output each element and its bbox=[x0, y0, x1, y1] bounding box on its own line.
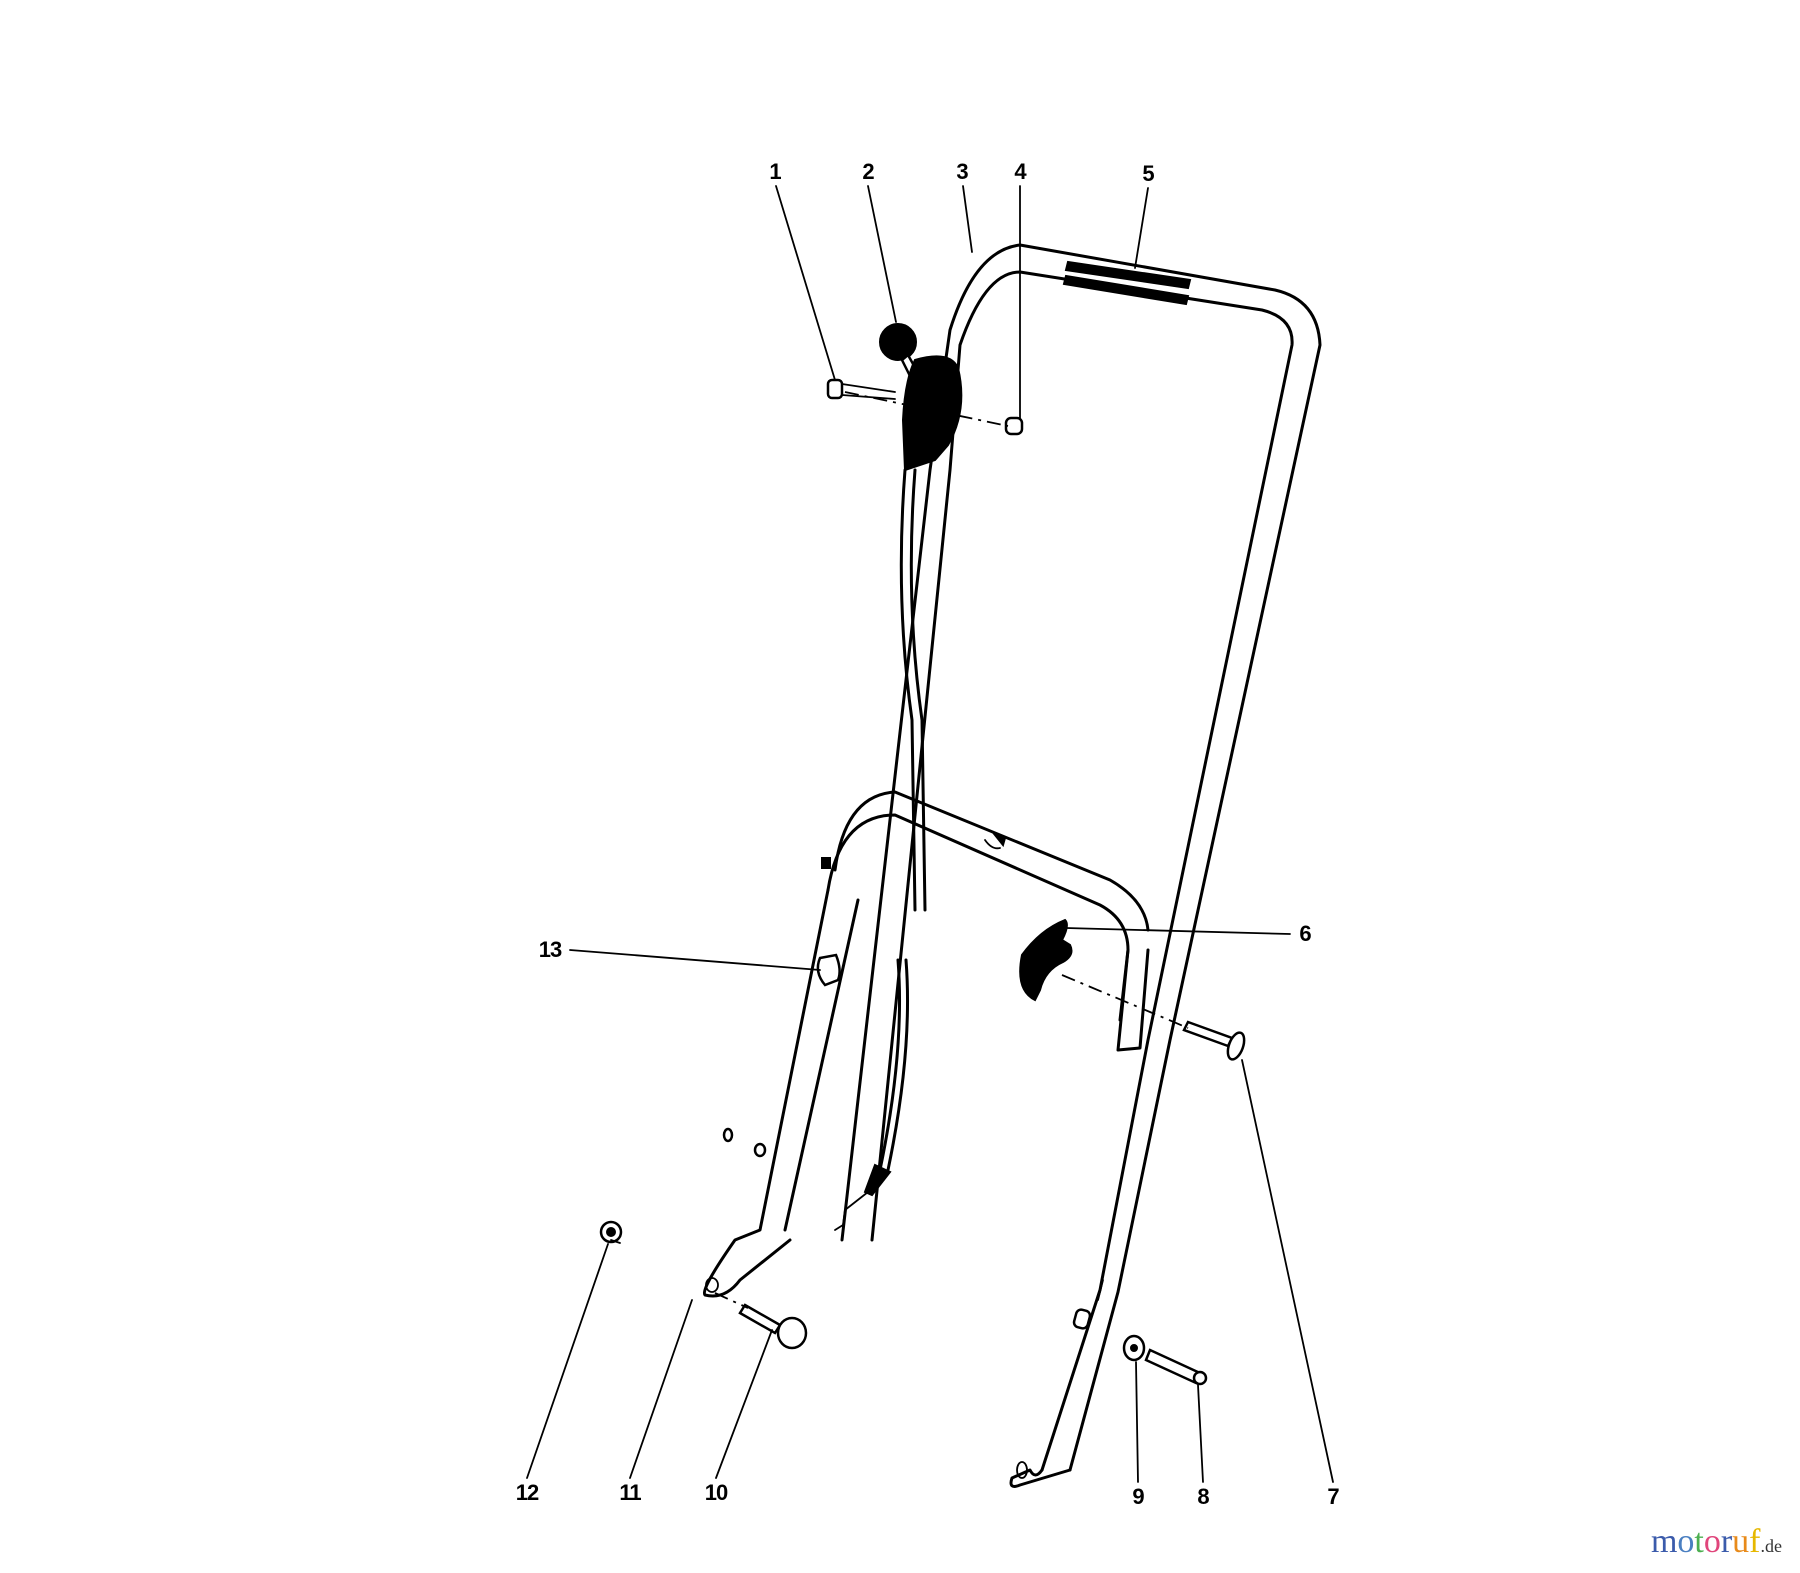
watermark-letter: u bbox=[1732, 1523, 1750, 1560]
watermark-letter: m bbox=[1650, 1523, 1678, 1560]
callout-9: 9 bbox=[1132, 1484, 1144, 1509]
part-7-bolt bbox=[1182, 1020, 1246, 1061]
callout-13: 13 bbox=[538, 937, 563, 962]
callout-10: 10 bbox=[704, 1480, 729, 1505]
callout-11: 11 bbox=[619, 1480, 641, 1505]
callout-1: 1 bbox=[769, 159, 781, 184]
part-9-nut bbox=[1122, 1334, 1146, 1362]
watermark-tld: .de bbox=[1760, 1536, 1783, 1556]
watermark-letter: o bbox=[1677, 1523, 1695, 1560]
callout-3: 3 bbox=[956, 159, 968, 184]
callout-8: 8 bbox=[1197, 1484, 1209, 1509]
watermark-logo: motoruf.de bbox=[1651, 1525, 1782, 1559]
part-1-bolt bbox=[826, 378, 896, 400]
callout-7: 7 bbox=[1327, 1484, 1339, 1509]
part-13-clip bbox=[816, 953, 841, 987]
watermark-letter: r bbox=[1720, 1523, 1733, 1560]
control-cable bbox=[834, 468, 927, 1231]
watermark-letter: o bbox=[1703, 1523, 1721, 1560]
callout-12: 12 bbox=[515, 1480, 540, 1505]
part-4-nut bbox=[1004, 416, 1024, 436]
part-8-pin bbox=[1144, 1348, 1208, 1386]
lower-handle bbox=[702, 790, 1150, 1330]
part-10-bolt bbox=[738, 1303, 808, 1350]
part-12-nut bbox=[599, 1220, 623, 1244]
callout-2: 2 bbox=[862, 159, 874, 184]
watermark-letter: f bbox=[1749, 1523, 1761, 1560]
leader-lines bbox=[526, 185, 1334, 1483]
callout-5: 5 bbox=[1142, 161, 1154, 186]
control-lever-assembly bbox=[879, 323, 963, 472]
callout-6: 6 bbox=[1299, 921, 1311, 946]
callout-4: 4 bbox=[1014, 159, 1026, 184]
watermark-letter: t bbox=[1694, 1523, 1704, 1560]
part-6-knob bbox=[1019, 918, 1073, 1002]
